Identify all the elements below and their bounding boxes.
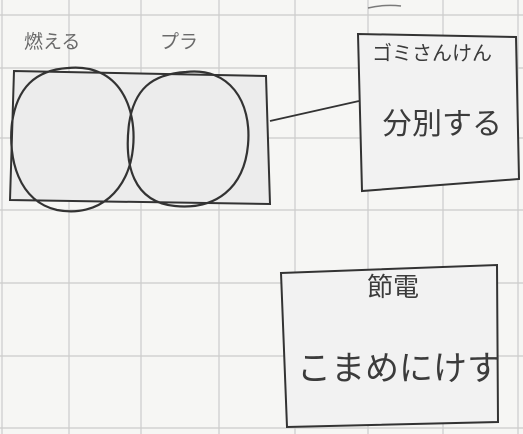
separation-note-title: ゴミさんけん <box>372 41 492 65</box>
power-saving-note-box <box>279 263 500 429</box>
connector-line <box>269 100 360 122</box>
power-saving-heading: 節電 <box>367 273 419 303</box>
separation-note-box <box>356 32 521 193</box>
separation-note-text: 分別する <box>382 107 502 142</box>
stray-mark <box>367 4 402 9</box>
power-saving-text: こまめにけす <box>297 349 501 389</box>
plastic-label: プラ <box>160 31 198 53</box>
burnable-label: 燃える <box>24 31 80 53</box>
burnable-bin-oval <box>10 66 135 213</box>
plastic-bin-oval <box>126 70 250 208</box>
trash-bin-box <box>8 69 272 206</box>
